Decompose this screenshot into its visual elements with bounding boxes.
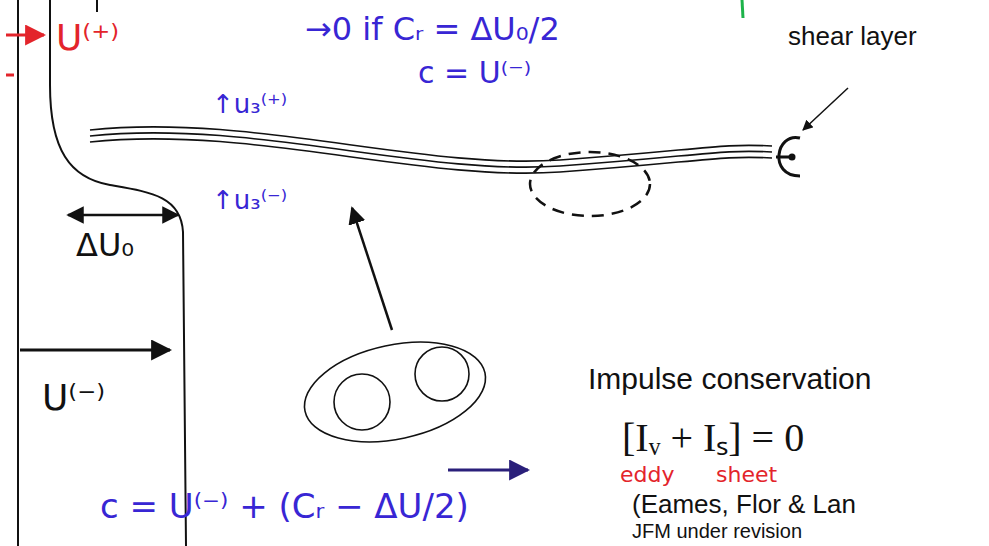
shear-layer (90, 127, 772, 173)
callout-label: shear layer (788, 22, 917, 51)
lower-velocity-arrow (20, 349, 170, 352)
heading-text: Impulse conservation (588, 362, 871, 395)
vortex-core (789, 154, 796, 161)
condition-note: c = U⁽⁻⁾ (418, 56, 531, 89)
term-note: sheet (716, 463, 777, 487)
term-note: eddy (620, 463, 674, 487)
roll-up-vortex (776, 137, 800, 176)
axis-line (17, 0, 19, 546)
velocity-label: U⁽⁻⁾ (42, 378, 105, 418)
phase-speed-formula: c = U⁽⁻⁾ + (Cᵣ − ΔU/2) (100, 488, 469, 525)
condition-note: →0 if Cᵣ = ΔU₀/2 (305, 12, 560, 47)
eddy-outline (530, 152, 650, 216)
green-mark (742, 0, 743, 18)
vortex-pair (295, 327, 495, 457)
velocity-difference-arrow (68, 214, 178, 217)
velocity-label: ↑u₃⁽⁺⁾ (212, 90, 287, 119)
velocity-label: ↑u₃⁽⁻⁾ (212, 186, 287, 215)
reference-text: (Eames, Flor & Lan (632, 490, 856, 519)
eddy-velocity-arrow (448, 469, 528, 472)
reference-text: JFM under revision (632, 520, 802, 542)
leader-line (803, 88, 848, 130)
equation: [Iᵥ + Iₛ] = 0 (622, 416, 804, 460)
velocity-label: U⁽⁺⁾ (56, 18, 119, 58)
upper-velocity-arrow (6, 34, 44, 37)
dimension-label: ΔU₀ (76, 228, 134, 263)
tick-mark (96, 0, 98, 12)
velocity-profile (50, 0, 186, 546)
approach-arrow (352, 208, 392, 330)
tick-mark (6, 74, 14, 77)
